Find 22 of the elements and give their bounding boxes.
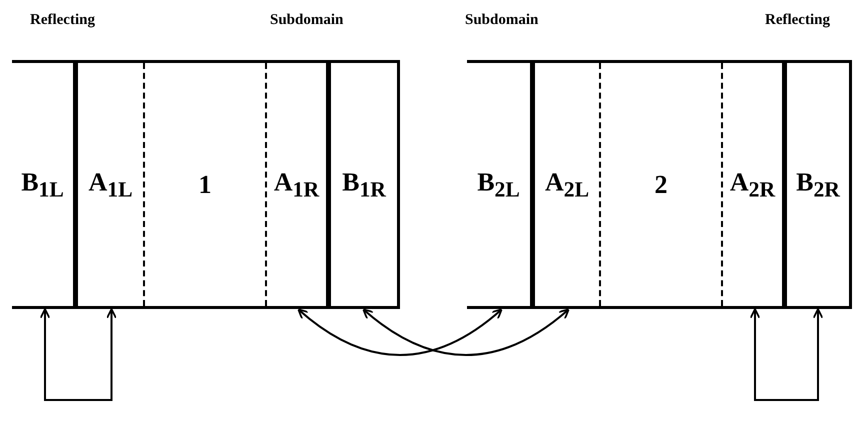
- boundary-heading: Subdomain: [270, 12, 344, 29]
- region-label: B$_{2R}$: [795, 166, 842, 202]
- region-strip: [12, 63, 78, 306]
- exchange-arrow: [362, 308, 570, 356]
- region-label: A$_{2R}$: [728, 166, 776, 202]
- boundary-heading: Reflecting: [30, 12, 95, 29]
- region-label: 2: [654, 170, 668, 200]
- region-label: B$_{2L}$: [476, 166, 521, 202]
- reflection-arrow: [750, 308, 824, 401]
- region-strip: [467, 63, 535, 306]
- exchange-arrow: [297, 308, 503, 356]
- subdomain-box: [12, 60, 400, 309]
- subdomain-box: [467, 60, 852, 309]
- region-label: A$_{1L}$: [87, 166, 134, 202]
- region-label: 1: [198, 170, 212, 200]
- region-label: B$_{1R}$: [341, 166, 388, 202]
- region-label: A$_{1R}$: [272, 166, 320, 202]
- region-label: B$_{1L}$: [20, 166, 65, 202]
- region-label: A$_{2L}$: [544, 166, 590, 202]
- boundary-heading: Subdomain: [465, 12, 538, 29]
- reflection-arrow: [40, 308, 117, 401]
- boundary-heading: Reflecting: [765, 12, 830, 29]
